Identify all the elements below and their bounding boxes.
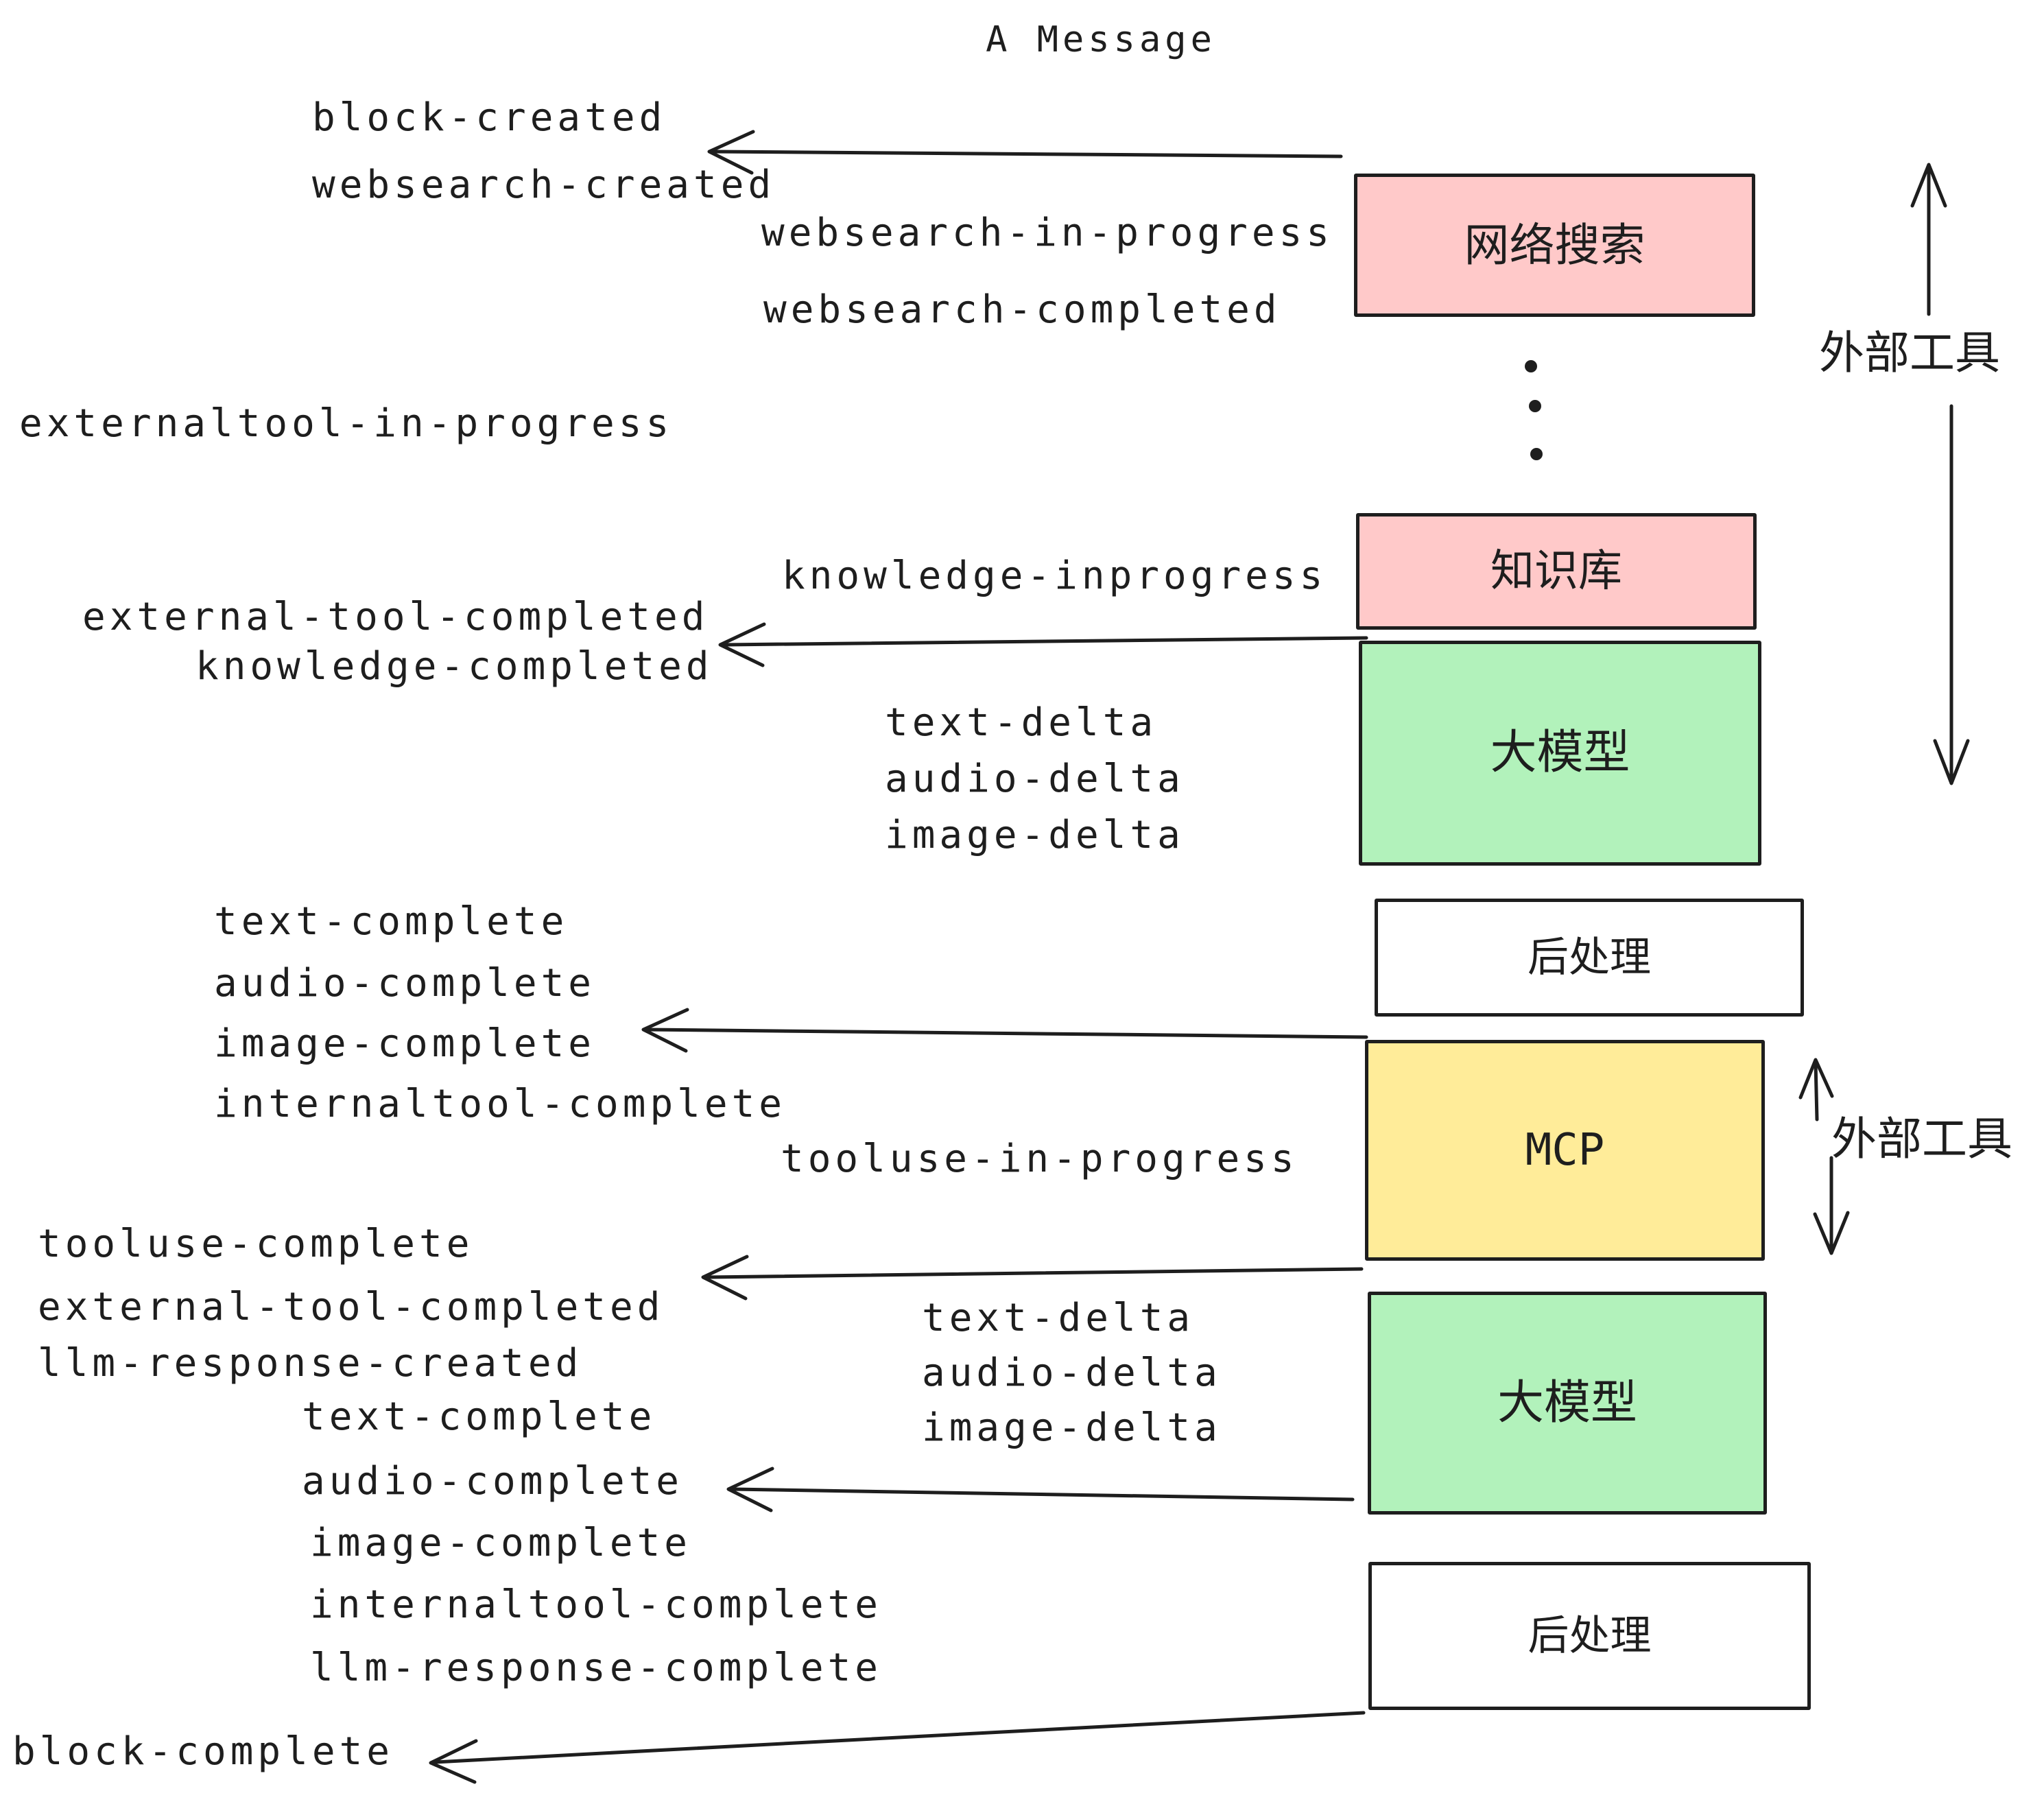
event-text-complete-2: text-complete [302, 1394, 656, 1439]
event-image-delta-1: image-delta [885, 813, 1185, 857]
arrow-llm-complete [726, 1467, 1355, 1512]
event-llm-response-complete: llm-response-complete [310, 1646, 883, 1690]
event-websearch-in-progress: websearch-in-progress [761, 211, 1334, 255]
websearch-box-label: 网络搜索 [1464, 218, 1645, 272]
llm-box-2-label: 大模型 [1497, 1375, 1637, 1430]
event-image-delta-2: image-delta [922, 1405, 1222, 1450]
knowledge-box: 知识库 [1356, 513, 1757, 630]
event-internaltool-complete-1: internaltool-complete [214, 1082, 787, 1126]
external-tools-label-bottom: 外部工具 [1831, 1113, 2012, 1165]
event-audio-complete-1: audio-complete [214, 961, 596, 1006]
vertical-ellipsis-icon [1525, 360, 1543, 460]
event-image-complete-2: image-complete [310, 1521, 692, 1565]
arrow-knowledge-completed [718, 622, 1368, 667]
page-title: A Message [986, 19, 1216, 60]
arrow-websearch-created [707, 130, 1343, 175]
llm-box-1: 大模型 [1359, 641, 1761, 866]
mcp-box: MCP [1365, 1040, 1765, 1261]
event-text-delta-2: text-delta [922, 1296, 1195, 1340]
event-audio-delta-1: audio-delta [885, 757, 1185, 801]
arrow-external-tools-down-1 [1933, 404, 1970, 785]
event-websearch-created: websearch-created [312, 163, 776, 207]
arrow-tooluse-complete [701, 1255, 1364, 1301]
event-tooluse-in-progress: tooluse-in-progress [781, 1137, 1298, 1181]
postprocess-box-2-label: 后处理 [1528, 1612, 1652, 1660]
event-externaltool-in-progress: externaltool-in-progress [19, 401, 674, 446]
event-image-complete-1: image-complete [214, 1021, 596, 1066]
arrow-block-complete [429, 1711, 1366, 1784]
event-audio-delta-2: audio-delta [922, 1351, 1222, 1395]
postprocess-box-1: 后处理 [1375, 899, 1804, 1017]
event-tooluse-complete: tooluse-complete [38, 1222, 474, 1266]
event-knowledge-completed: knowledge-completed [195, 644, 713, 689]
event-external-tool-completed-2: external-tool-completed [38, 1285, 665, 1329]
arrow-external-tools-down-2 [1813, 1156, 1850, 1255]
external-tools-label-top: 外部工具 [1819, 327, 2000, 379]
mcp-box-label: MCP [1525, 1125, 1605, 1176]
arrow-external-tools-up-1 [1910, 163, 1947, 316]
event-external-tool-completed: external-tool-completed [82, 595, 709, 639]
event-internaltool-complete-2: internaltool-complete [310, 1582, 883, 1627]
knowledge-box-label: 知识库 [1490, 546, 1622, 597]
event-block-created: block-created [312, 95, 667, 140]
event-audio-complete-2: audio-complete [302, 1459, 684, 1504]
event-knowledge-inprogress: knowledge-inprogress [782, 554, 1327, 598]
event-llm-response-created: llm-response-created [38, 1341, 583, 1386]
event-text-complete-1: text-complete [214, 899, 569, 944]
event-text-delta-1: text-delta [885, 700, 1158, 745]
llm-box-2: 大模型 [1368, 1292, 1767, 1515]
postprocess-box-2: 后处理 [1368, 1562, 1811, 1710]
llm-box-1-label: 大模型 [1490, 726, 1630, 780]
websearch-box: 网络搜索 [1354, 174, 1755, 317]
event-block-complete: block-complete [12, 1729, 394, 1774]
arrow-external-tools-up-2 [1798, 1058, 1834, 1121]
postprocess-box-1-label: 后处理 [1528, 934, 1651, 982]
event-websearch-completed: websearch-completed [763, 287, 1281, 332]
arrow-internal-complete [641, 1008, 1368, 1053]
